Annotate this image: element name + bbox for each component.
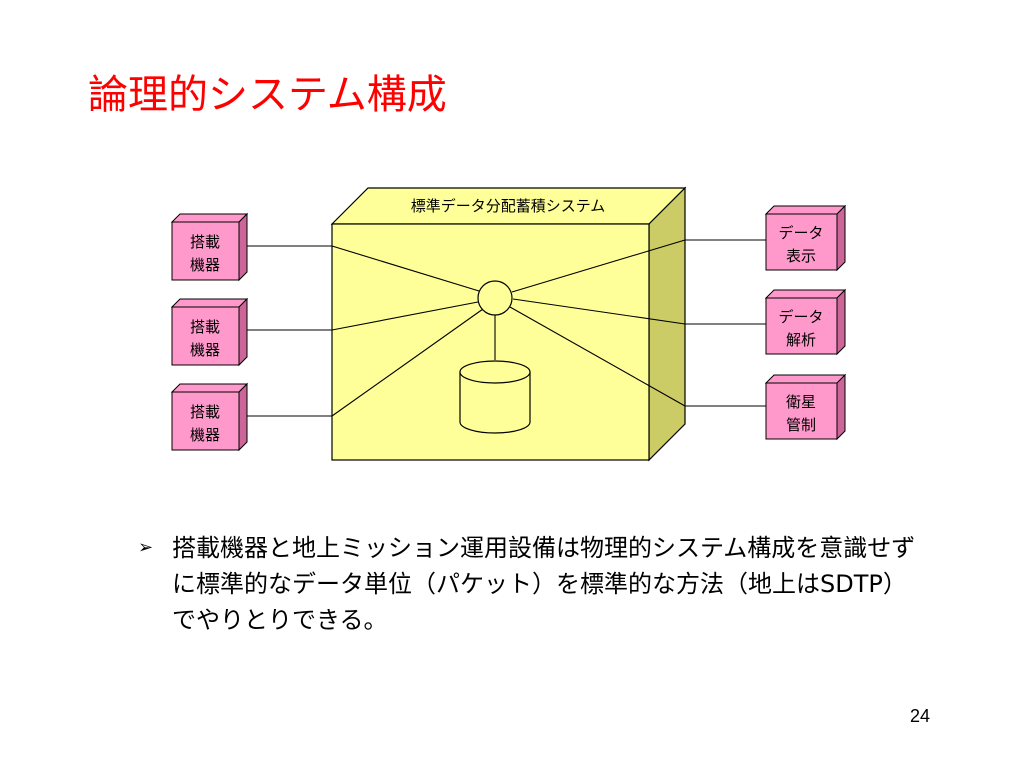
bullet-text: 搭載機器と地上ミッション運用設備は物理的システム構成を意識せずに標準的なデータ単… xyxy=(172,534,916,634)
left-node-3-line1: 搭載 xyxy=(190,403,220,421)
system-box-side xyxy=(648,186,686,462)
spoke-left-1 xyxy=(331,245,480,292)
left-node-1-line2: 機器 xyxy=(190,256,220,274)
spoke-right-3 xyxy=(509,306,686,407)
right-node-2: データ 解析 xyxy=(764,288,847,356)
right-node-3-line2: 管制 xyxy=(786,416,816,434)
right-node-3: 衛星 管制 xyxy=(764,373,847,441)
connection-lines xyxy=(240,239,766,417)
spoke-right-1 xyxy=(511,239,686,293)
spoke-right-2 xyxy=(512,298,686,325)
left-node-3: 搭載 機器 xyxy=(170,382,249,452)
left-node-3-line2: 機器 xyxy=(190,426,220,444)
left-node-2: 搭載 機器 xyxy=(170,297,249,367)
right-node-1: データ 表示 xyxy=(764,204,847,272)
right-node-2-line2: 解析 xyxy=(786,331,816,349)
hub-circle xyxy=(477,280,513,316)
right-node-1-line1: データ xyxy=(778,224,823,242)
right-node-1-line2: 表示 xyxy=(786,247,816,265)
bullet-item: ➢ 搭載機器と地上ミッション運用設備は物理的システム構成を意識せずに標準的なデー… xyxy=(138,530,928,638)
cylinder-body xyxy=(459,372,531,434)
storage-cylinder xyxy=(459,360,531,434)
left-node-2-line2: 機器 xyxy=(190,341,220,359)
page-number: 24 xyxy=(910,706,931,726)
right-node-2-line1: データ xyxy=(778,308,823,326)
left-node-2-line1: 搭載 xyxy=(190,318,220,336)
bullet-arrow-icon: ➢ xyxy=(138,537,154,558)
spoke-left-3 xyxy=(331,308,484,417)
left-node-1: 搭載 機器 xyxy=(170,212,249,282)
central-system-label: 標準データ分配蓄積システム xyxy=(411,197,606,215)
right-node-3-line1: 衛星 xyxy=(786,393,816,411)
cylinder-top xyxy=(459,360,531,384)
left-node-1-line1: 搭載 xyxy=(190,233,220,251)
spoke-left-2 xyxy=(331,301,479,331)
slide-title: 論理的システム構成 xyxy=(88,72,447,118)
